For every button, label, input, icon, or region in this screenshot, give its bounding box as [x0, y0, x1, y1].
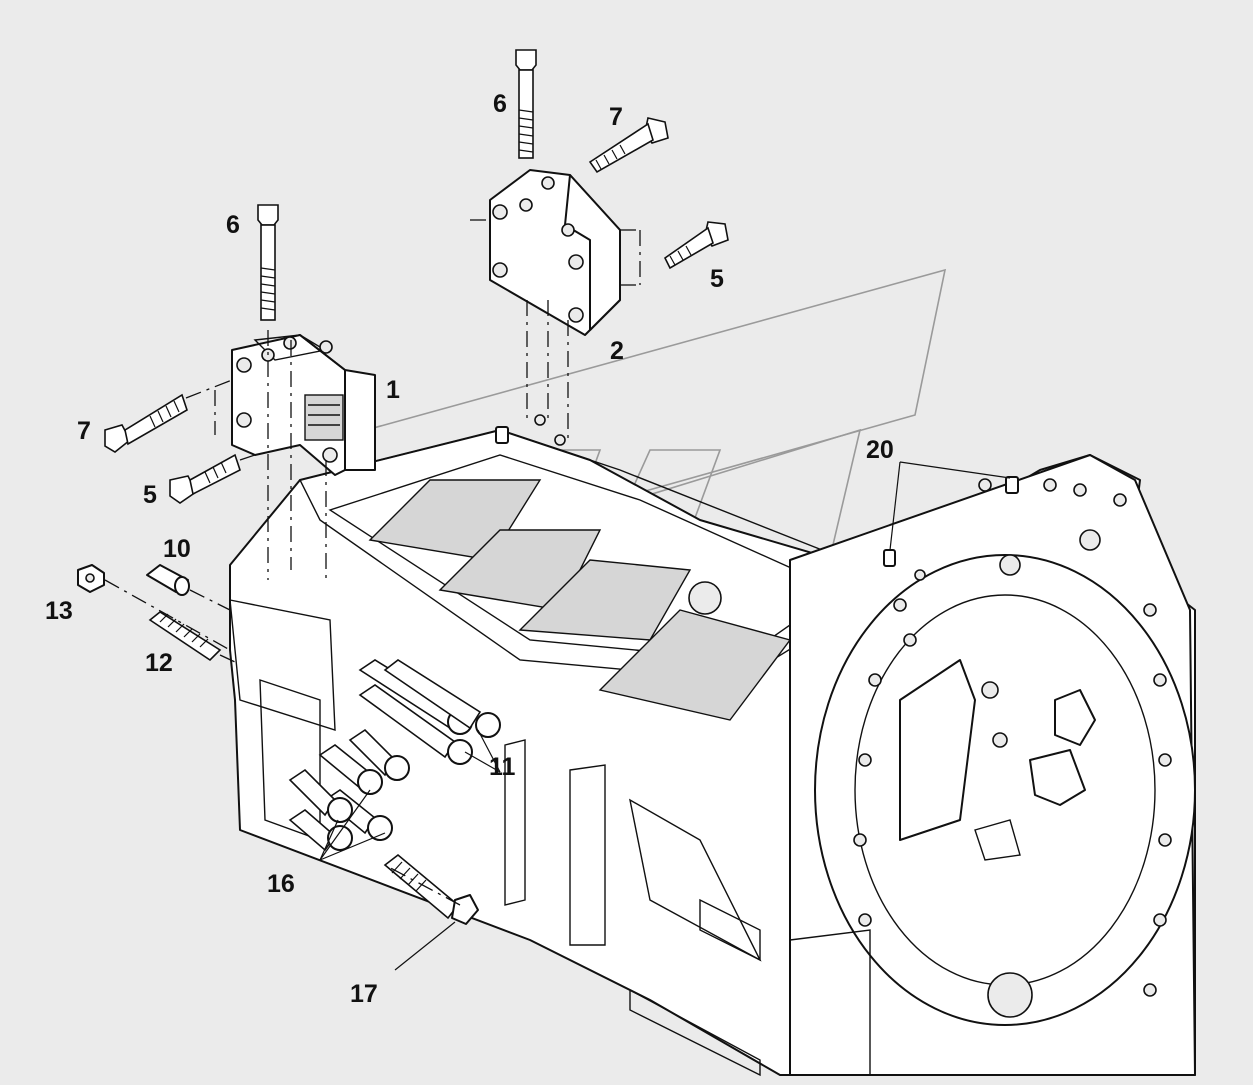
- bolt-6-lower: [257, 204, 279, 321]
- callout-6-upper: 6: [493, 90, 507, 118]
- callout-17: 17: [350, 980, 378, 1008]
- callout-1: 1: [386, 376, 400, 404]
- callout-13: 13: [45, 597, 73, 625]
- leader-lines: [319, 461, 1011, 971]
- bolt-group-11: [348, 659, 501, 781]
- callout-5-lower: 5: [143, 481, 157, 509]
- nut-13: [77, 564, 105, 593]
- bolt-5-lower: [169, 453, 241, 504]
- callout-labels: 1 2 5 5 6 6 7 7 10 11 12 13 16 17 20: [45, 90, 894, 1008]
- callout-16: 16: [267, 870, 295, 898]
- bracket-1: [231, 334, 376, 476]
- callout-11: 11: [489, 753, 516, 781]
- callout-6-lower: 6: [226, 211, 240, 239]
- bracket-2: [489, 169, 621, 336]
- alignment-lines: [104, 219, 641, 906]
- bolt-5-upper: [663, 221, 729, 270]
- callout-5-upper: 5: [710, 265, 724, 293]
- callout-10: 10: [163, 535, 191, 563]
- bolt-7-lower: [104, 393, 188, 453]
- callout-12: 12: [145, 649, 173, 677]
- callout-2: 2: [610, 337, 624, 365]
- bolt-6-upper: [515, 49, 537, 159]
- callout-7-upper: 7: [609, 103, 623, 131]
- dowel-10: [146, 564, 190, 596]
- bolt-7-upper: [588, 117, 669, 174]
- bolt-group-16: [288, 744, 393, 852]
- callout-7-lower: 7: [77, 417, 91, 445]
- callout-20: 20: [866, 436, 894, 464]
- bolt-17: [383, 853, 479, 925]
- stud-12: [148, 611, 222, 662]
